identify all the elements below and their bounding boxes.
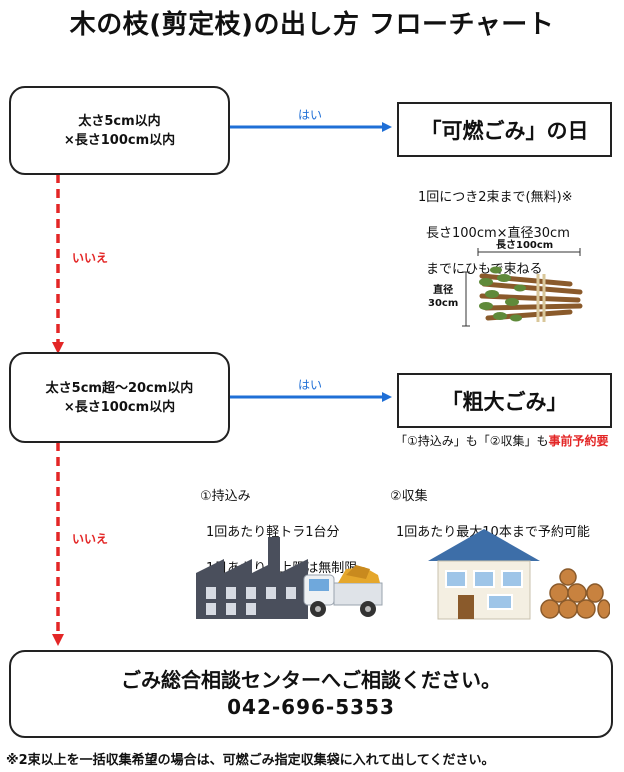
yes-label-2: はい xyxy=(298,378,323,392)
yes-label-1: はい xyxy=(298,108,323,122)
reservation-note: 「①持込み」も「②収集」も事前予約要 xyxy=(395,432,609,449)
burnable-note: 1回につき2束まで(無料)※ 長さ100cm×直径30cm までにひもで束ねる xyxy=(418,171,573,297)
condition-1-line1: 太さ5cm以内 xyxy=(78,113,161,129)
reservation-prefix: 「①持込み」も「②収集」も xyxy=(395,434,549,448)
footnote: ※2束以上を一括収集希望の場合は、可燃ごみ指定収集袋に入れて出してください。 xyxy=(6,753,495,768)
house-logs-illustration xyxy=(428,529,610,620)
burnable-note-line1: 1回につき2束まで(無料)※ xyxy=(418,190,573,205)
house-icon xyxy=(428,529,540,620)
option-collection-line1: 1回あたり最大10本まで予約可能 xyxy=(396,525,590,540)
condition-2-text: 太さ5cm超～20cm以内 ×長さ100cm以内 xyxy=(46,379,194,417)
no-label-2: いいえ xyxy=(72,532,109,546)
page-title: 木の枝(剪定枝)の出し方 フローチャート xyxy=(69,10,555,40)
no-label-1: いいえ xyxy=(72,251,109,265)
branch-bundle-illustration: 長さ100cm 直径 30cm xyxy=(420,234,590,330)
bundle-length-label: 長さ100cm xyxy=(496,240,554,251)
factory-icon xyxy=(196,537,308,619)
bundle-diameter-word: 直径 xyxy=(433,285,454,296)
condition-1-text: 太さ5cm以内 ×長さ100cm以内 xyxy=(64,112,175,150)
condition-2-line2: ×長さ100cm以内 xyxy=(63,399,176,415)
consultation-phone: 042-696-5353 xyxy=(227,695,395,719)
option-drop-off-title: ①持込み xyxy=(200,489,251,504)
logs-icon xyxy=(540,568,610,619)
condition-box-2: 太さ5cm超～20cm以内 ×長さ100cm以内 xyxy=(9,352,230,443)
condition-box-1: 太さ5cm以内 ×長さ100cm以内 xyxy=(9,86,230,175)
result-bulky-waste: 「粗大ごみ」 xyxy=(397,373,612,428)
result-burnable-day: 「可燃ごみ」の日 xyxy=(397,102,612,157)
consultation-box: ごみ総合相談センターへご相談ください。 042-696-5353 xyxy=(9,650,613,738)
burnable-note-line3: までにひもで束ねる xyxy=(426,262,543,277)
bundle-diameter-value: 30cm xyxy=(428,298,459,309)
factory-truck-illustration xyxy=(196,537,383,619)
bundle-diameter-label: 直径 30cm xyxy=(428,284,458,310)
light-truck-icon xyxy=(303,565,383,617)
burnable-note-line2: 長さ100cm×直径30cm xyxy=(426,226,570,241)
consultation-message: ごみ総合相談センターへご相談ください。 xyxy=(121,668,501,692)
option-collection-title: ②収集 xyxy=(390,489,428,504)
option-drop-off-line1: 1回あたり軽トラ1台分 xyxy=(206,525,340,540)
branch-bundle-icon xyxy=(462,248,583,327)
condition-1-line2: ×長さ100cm以内 xyxy=(63,132,176,148)
condition-2-line1: 太さ5cm超～20cm以内 xyxy=(45,380,194,396)
consultation-text: ごみ総合相談センターへご相談ください。 042-696-5353 xyxy=(121,667,501,721)
reservation-emphasis: 事前予約要 xyxy=(548,434,609,448)
option-collection: ②収集 1回あたり最大10本まで予約可能 xyxy=(390,470,590,560)
